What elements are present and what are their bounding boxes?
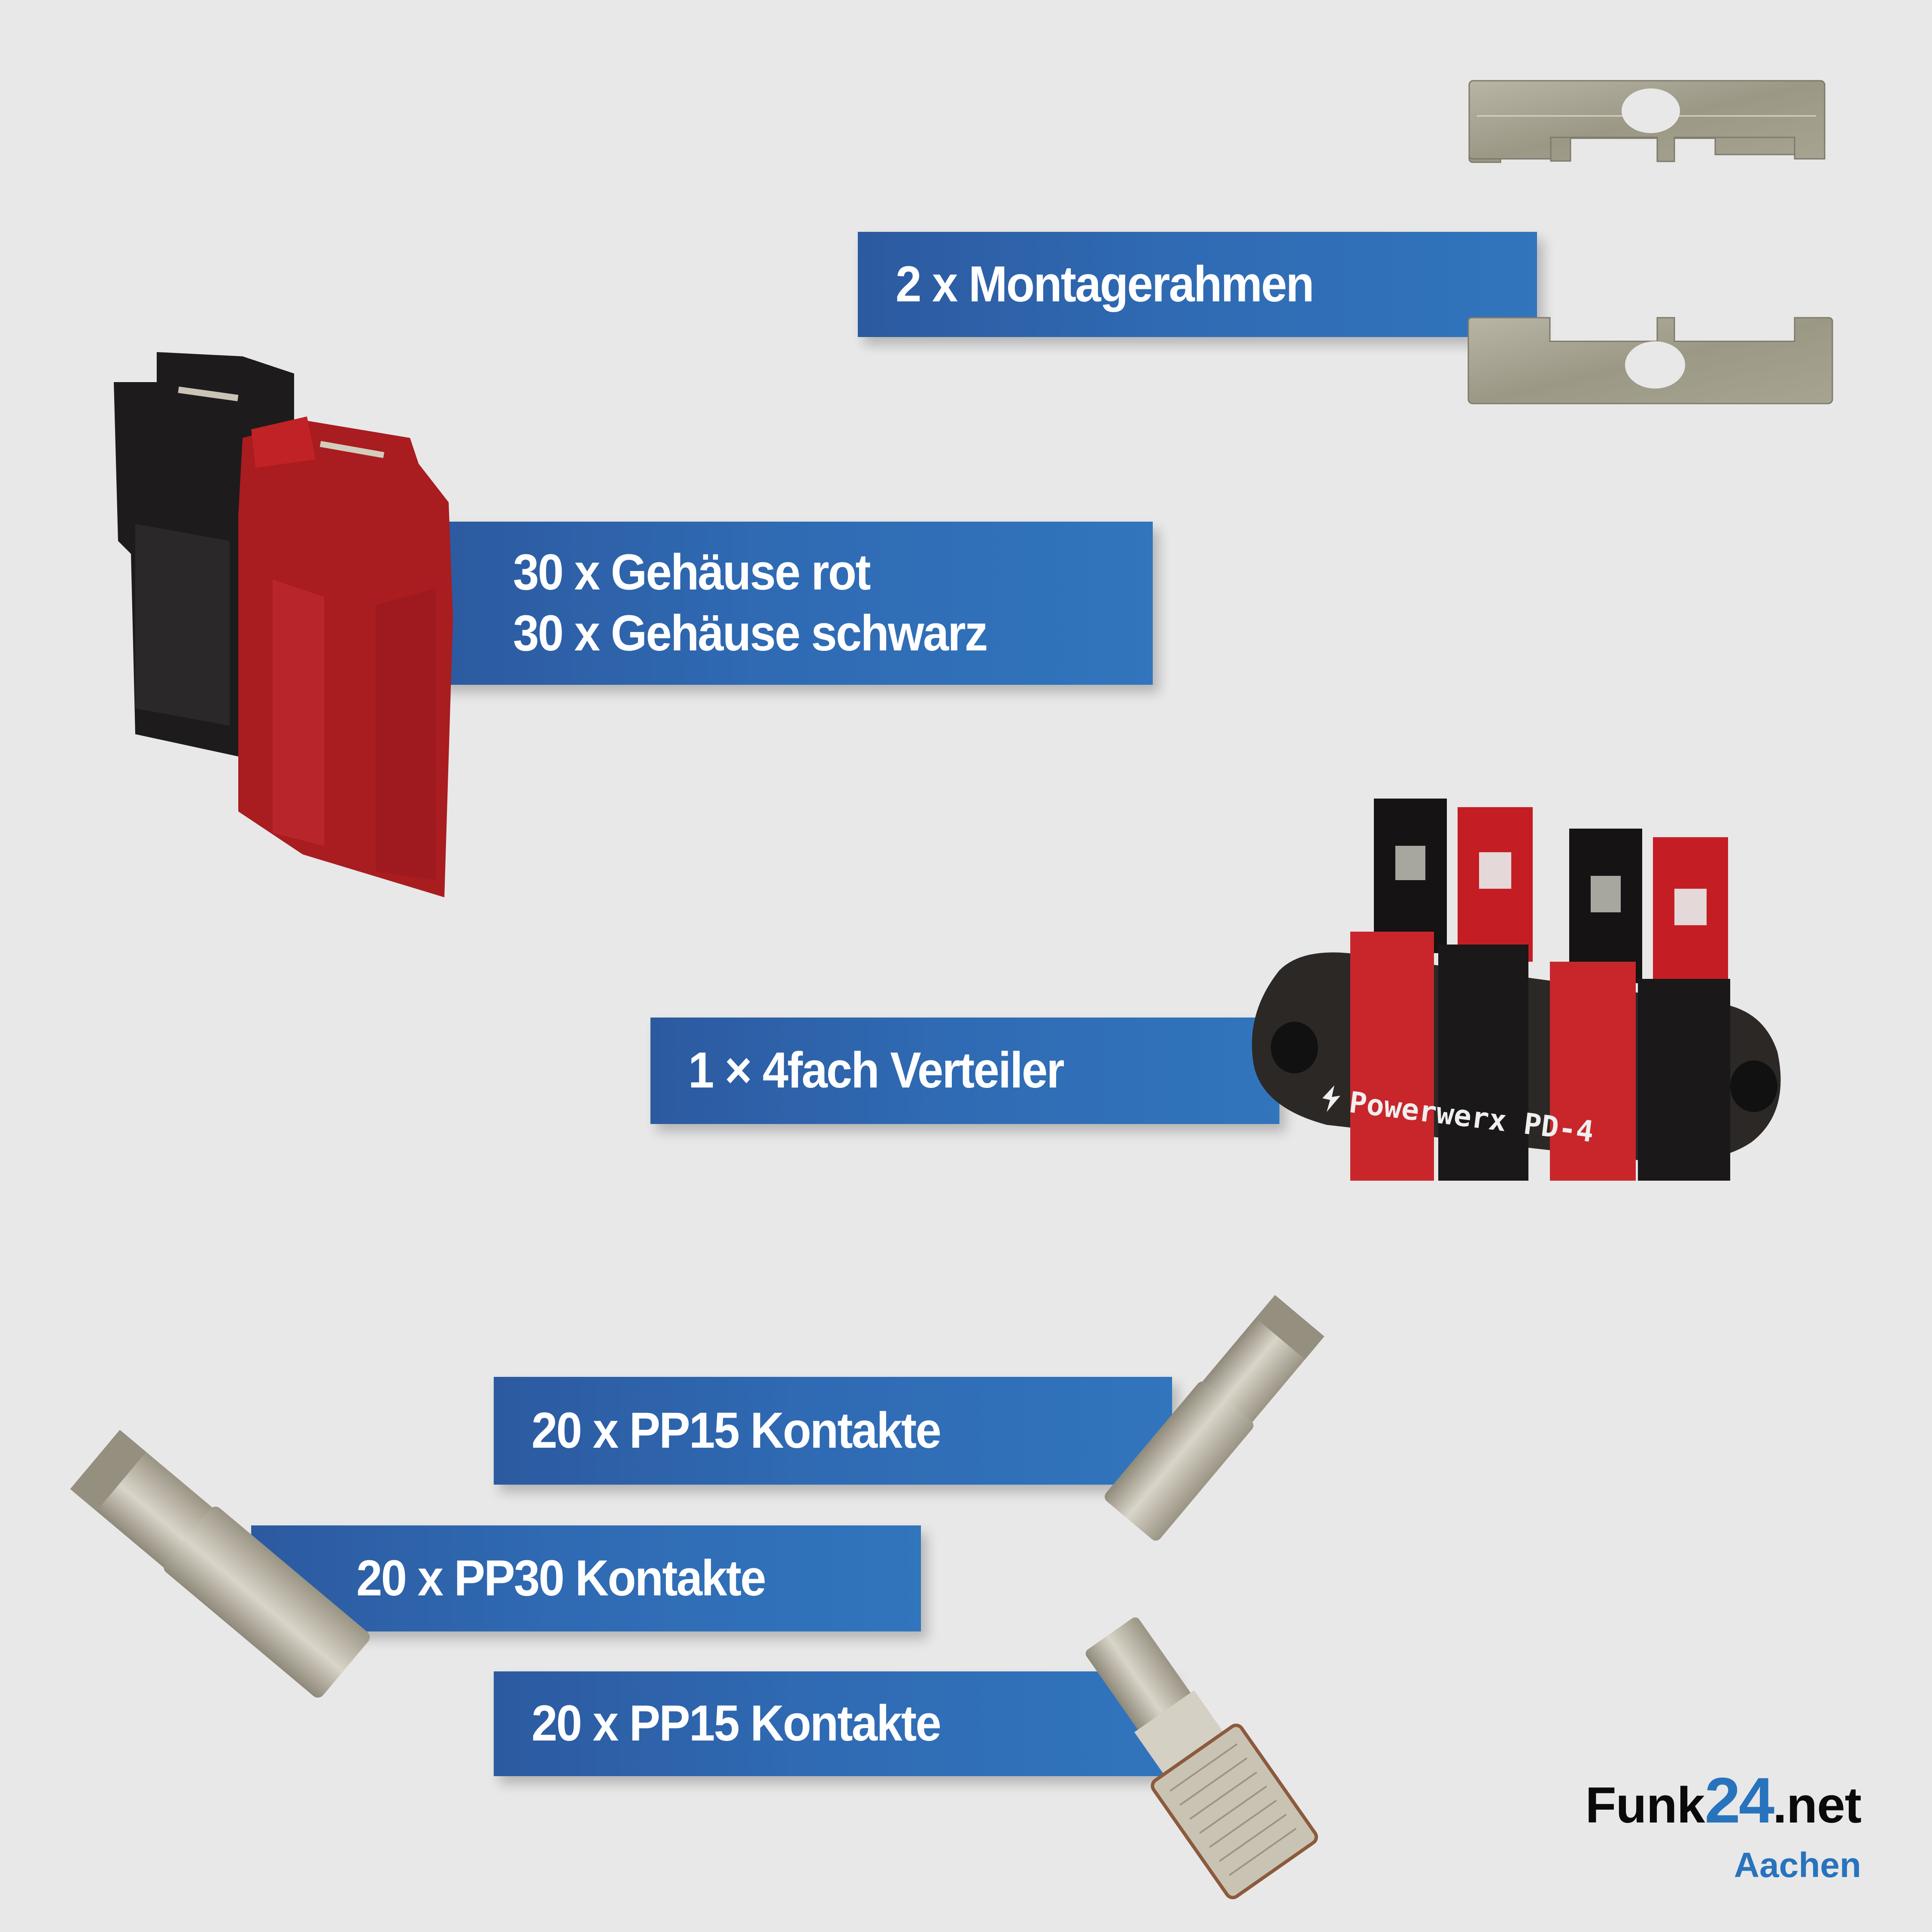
- lightning-icon: [1322, 1085, 1340, 1112]
- label-pp15-lower: 20 x PP15 Kontakte: [494, 1671, 1172, 1776]
- funk24-logo: Funk24.net Aachen: [1585, 1768, 1862, 1885]
- red-black-housing-image: [114, 352, 453, 897]
- distribution-block-image: Powerwerx PD-4: [1252, 799, 1781, 1181]
- label-verteiler: 1 × 4fach Verteiler: [650, 1018, 1279, 1124]
- logo-number: 24: [1704, 1764, 1774, 1836]
- label-pp15-upper: 20 x PP15 Kontakte: [494, 1377, 1172, 1485]
- label-gehaeuse: 30 x Gehäuse rot 30 x Gehäuse schwarz: [438, 522, 1153, 685]
- label-text: 2 x Montagerahmen: [896, 255, 1314, 313]
- pp30-contact-image: [70, 1430, 370, 1698]
- pp15-contact-image: [1105, 1295, 1324, 1541]
- logo-wordmark: Funk24.net: [1585, 1768, 1862, 1834]
- label-text: 20 x PP15 Kontakte: [532, 1402, 942, 1459]
- label-montagerahmen: 2 x Montagerahmen: [858, 232, 1537, 337]
- label-text-line2: 30 x Gehäuse schwarz: [513, 605, 988, 662]
- label-text: 1 × 4fach Verteiler: [688, 1042, 1065, 1099]
- label-text-line1: 30 x Gehäuse rot: [513, 544, 871, 601]
- logo-city: Aachen: [1734, 1846, 1861, 1885]
- pp15-crimp-contact-image: [1085, 1617, 1318, 1899]
- label-pp30: 20 x PP30 Kontakte: [251, 1525, 921, 1631]
- label-text: 20 x PP30 Kontakte: [356, 1549, 766, 1607]
- logo-suffix: .net: [1773, 1777, 1862, 1834]
- logo-prefix: Funk: [1585, 1777, 1705, 1834]
- mounting-frame-plates-image: [1467, 80, 1833, 404]
- label-text: 20 x PP15 Kontakte: [532, 1695, 942, 1752]
